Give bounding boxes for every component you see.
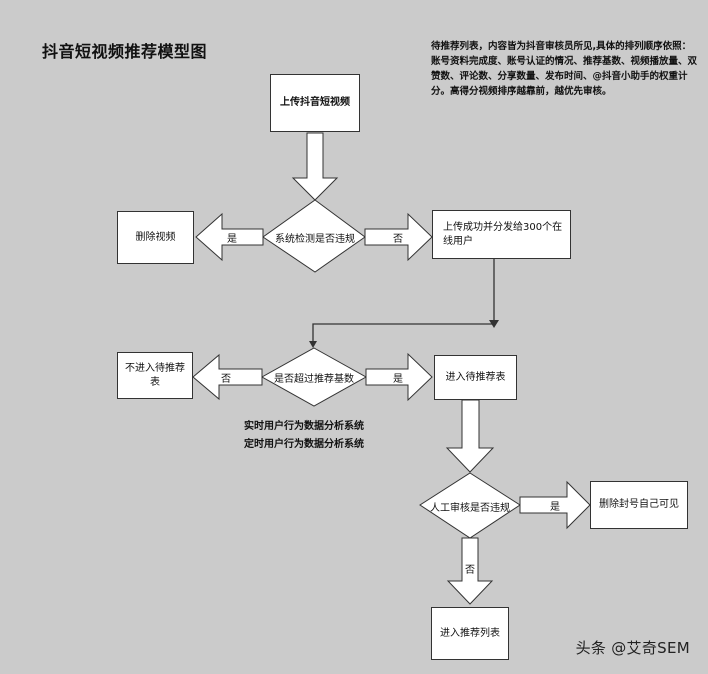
connector-arrowhead-b bbox=[309, 341, 317, 348]
node-manual-review-label: 人工审核是否违规 bbox=[430, 502, 510, 514]
down-arrow-no-3 bbox=[446, 537, 494, 605]
right-arrow-no-1 bbox=[364, 212, 433, 262]
node-check-violation-label: 系统检测是否违规 bbox=[275, 233, 355, 245]
label-no-1: 否 bbox=[393, 233, 403, 245]
node-upload: 上传抖音短视频 bbox=[270, 74, 360, 132]
node-delete-video: 删除视频 bbox=[117, 211, 194, 264]
right-arrow-yes-2 bbox=[365, 352, 433, 402]
realtime-system-text: 实时用户行为数据分析系统 bbox=[244, 421, 364, 432]
node-distribute: 上传成功并分发给300个在线用户 bbox=[432, 210, 571, 259]
connector-arrowhead-a bbox=[489, 320, 499, 328]
node-not-enter: 不进入待推荐表 bbox=[117, 352, 193, 399]
label-no-2: 否 bbox=[221, 373, 231, 385]
left-arrow-no-2 bbox=[192, 353, 263, 401]
watermark: 头条 @艾奇SEM bbox=[575, 639, 690, 657]
label-yes-1: 是 bbox=[227, 233, 237, 245]
label-yes-3: 是 bbox=[550, 501, 560, 513]
connector-line bbox=[312, 259, 495, 344]
node-delete-ban: 删除封号自己可见 bbox=[590, 481, 688, 529]
scheduled-system-text: 定时用户行为数据分析系统 bbox=[244, 439, 364, 450]
right-arrow-yes-3 bbox=[519, 480, 591, 530]
down-arrow-upload bbox=[291, 132, 339, 201]
node-enter-list: 进入推荐列表 bbox=[431, 607, 509, 660]
label-no-3: 否 bbox=[465, 564, 475, 576]
decision-diamond-base bbox=[260, 347, 368, 407]
left-arrow-yes-1 bbox=[195, 212, 264, 262]
down-arrow-pending bbox=[445, 399, 495, 473]
label-yes-2: 是 bbox=[393, 373, 403, 385]
pending-list-note: 待推荐列表，内容皆为抖音审核员所见,具体的排列顺序依照：账号资料完成度、账号认证… bbox=[431, 41, 698, 97]
node-enter-pending: 进入待推荐表 bbox=[434, 355, 517, 400]
diagram-title: 抖音短视频推荐模型图 bbox=[42, 42, 208, 61]
node-exceed-base-label: 是否超过推荐基数 bbox=[274, 373, 354, 385]
decision-diamond-violation bbox=[262, 199, 366, 273]
